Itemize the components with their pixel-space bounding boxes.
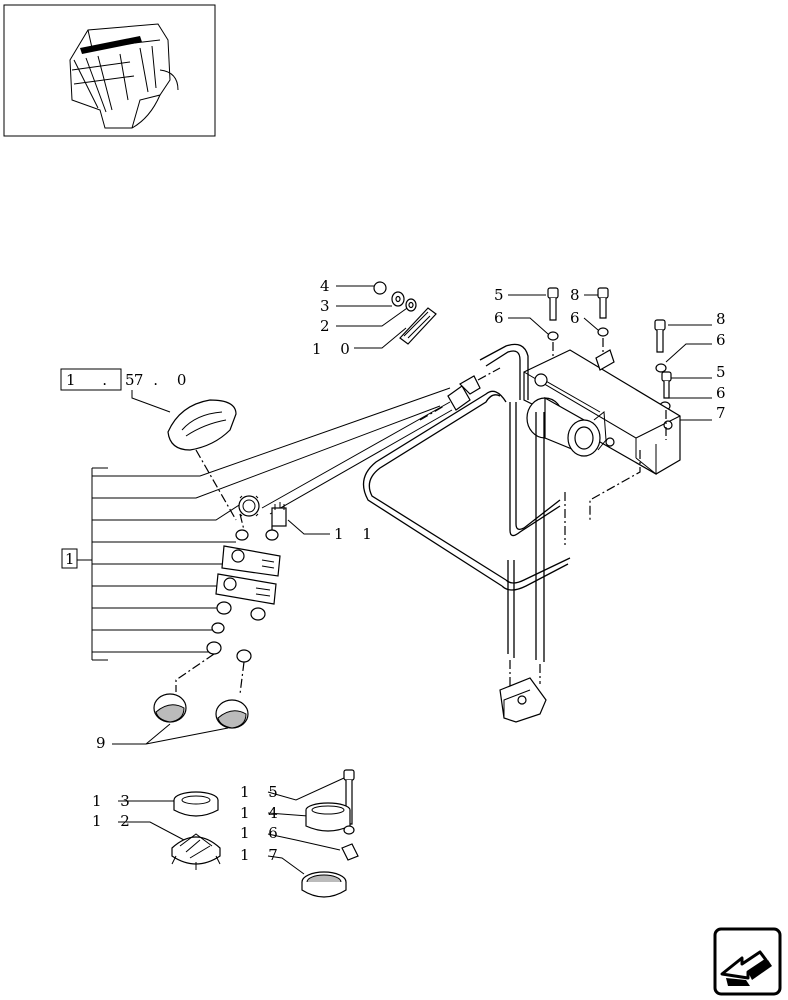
callout-group-bottom-center: 1 5 1 4 1 6 1 7 [240, 769, 359, 898]
callout-6a: 6 [494, 309, 511, 327]
callout-8a: 8 [570, 286, 587, 304]
switch-assembly: 1 1 [175, 495, 379, 695]
tractor-cab-thumbnail [3, 4, 216, 137]
callout-14: 1 4 [240, 804, 285, 822]
callout-group-right-top: 5 8 6 6 [494, 286, 609, 360]
refbox-part-a: 1 . 7 [66, 371, 154, 389]
callout-11: 1 1 [334, 525, 379, 543]
callout-5a: 5 [494, 286, 511, 304]
refbox-part-b: 5 . 0 [125, 371, 193, 389]
callout-7: 7 [716, 404, 733, 422]
switch-bezel [167, 399, 237, 521]
callout-6d: 6 [716, 384, 733, 402]
callout-6c: 6 [716, 331, 733, 349]
callout-6b: 6 [570, 309, 587, 327]
callout-group-right: 8 6 5 6 7 [654, 310, 733, 422]
callout-8b: 8 [716, 310, 733, 328]
knob-pair: 9 [96, 693, 249, 752]
callout-5b: 5 [716, 363, 733, 381]
connector-plug [261, 367, 501, 515]
pipe-bracket [499, 677, 547, 723]
callout-group-top: 4 3 2 1 0 [312, 277, 411, 358]
kit-box-label: 1 [65, 550, 82, 568]
callout-group-bottom-left: 1 3 1 2 [92, 791, 221, 870]
tractor-cab-icon [69, 23, 179, 129]
reference-box: 1 . 7 5 . 0 [60, 368, 193, 413]
nav-back-button[interactable] [713, 927, 782, 996]
callout-17: 1 7 [240, 846, 285, 864]
bolt-parts-group [373, 281, 437, 345]
callout-10: 1 0 [312, 340, 357, 358]
valve-block [523, 349, 681, 545]
callout-9: 9 [96, 734, 113, 752]
callout-13: 1 3 [92, 792, 137, 810]
pipe-loop [362, 343, 571, 690]
callout-2: 2 [320, 317, 337, 335]
callout-15: 1 5 [240, 783, 285, 801]
kit-bracket: 1 [61, 387, 451, 661]
callout-12: 1 2 [92, 812, 137, 830]
callout-16: 1 6 [240, 824, 285, 842]
callout-4: 4 [320, 277, 337, 295]
callout-3: 3 [320, 297, 337, 315]
arrow-back-icon [720, 950, 772, 986]
